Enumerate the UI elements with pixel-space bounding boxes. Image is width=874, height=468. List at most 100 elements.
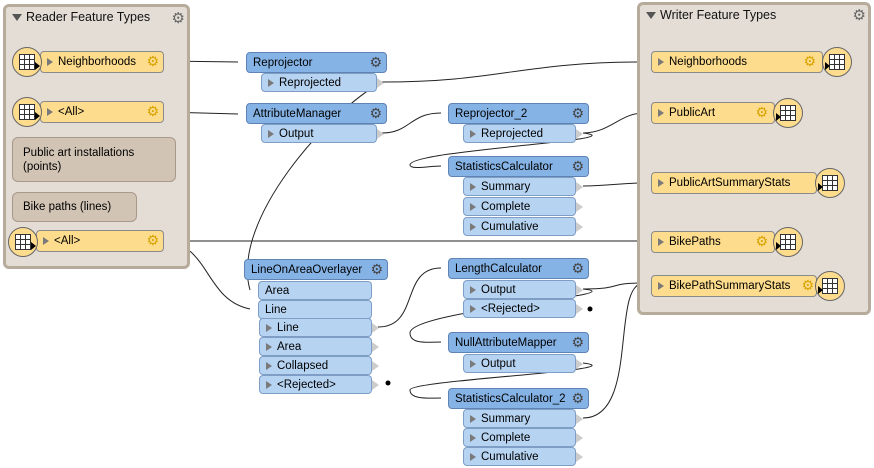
output-arrow-icon[interactable]	[576, 221, 583, 232]
arrow-icon	[818, 183, 823, 191]
port-triangle-icon	[470, 285, 476, 294]
gear-icon[interactable]: ⚙	[146, 233, 159, 249]
output-arrow-icon[interactable]	[372, 379, 379, 390]
port-triangle-icon	[658, 282, 664, 290]
writer-feature-bikepaths[interactable]: BikePaths ⚙	[651, 231, 775, 253]
output-arrow-icon[interactable]	[377, 77, 384, 88]
output-arrow-icon[interactable]	[576, 358, 583, 369]
output-arrow-icon[interactable]	[372, 322, 379, 333]
port-output[interactable]: Output	[261, 124, 384, 143]
port-rejected[interactable]: <Rejected>	[463, 299, 583, 318]
gear-icon[interactable]: ⚙	[146, 54, 159, 70]
input-port-area[interactable]: Area	[258, 281, 372, 300]
writer-database-icon[interactable]	[815, 168, 845, 198]
reader-feature-all-publicart[interactable]: <All> ⚙	[40, 101, 164, 123]
gear-icon[interactable]: ⚙	[801, 278, 814, 294]
output-arrow-icon[interactable]	[576, 201, 583, 212]
writer-database-icon[interactable]	[773, 98, 803, 128]
writer-database-icon[interactable]	[815, 271, 845, 301]
output-arrow-icon[interactable]	[576, 128, 583, 139]
link-reprojected2-publicart	[582, 112, 645, 134]
output-arrow-icon[interactable]	[372, 341, 379, 352]
transformer-nullattributemapper[interactable]: NullAttributeMapper ⚙	[448, 332, 589, 353]
gear-icon[interactable]: ⚙	[571, 390, 584, 407]
port-triangle-icon	[470, 433, 476, 442]
output-arrow-icon[interactable]	[576, 181, 583, 192]
link-summary2-bikepathstats	[582, 282, 645, 419]
transformer-attributemanager[interactable]: AttributeManager ⚙	[246, 103, 387, 124]
gear-icon[interactable]: ⚙	[571, 260, 584, 277]
reader-feature-all-bikepaths[interactable]: <All> ⚙	[36, 230, 164, 252]
gear-icon[interactable]: ⚙	[571, 105, 584, 122]
writer-feature-publicartsummarystats[interactable]: PublicArtSummaryStats	[651, 172, 817, 194]
annotation-bike-paths[interactable]: Bike paths (lines)	[12, 192, 137, 222]
port-complete[interactable]: Complete	[463, 428, 583, 447]
link-reprojected2-statscalc	[409, 132, 593, 169]
writer-feature-bikepathsummarystats[interactable]: BikePathSummaryStats ⚙	[651, 275, 817, 297]
triangle-down-icon[interactable]	[646, 11, 656, 19]
port-triangle-icon	[266, 380, 272, 389]
output-arrow-icon[interactable]	[372, 360, 379, 371]
port-triangle-icon	[470, 452, 476, 461]
port-output[interactable]: Output	[463, 354, 583, 373]
gear-icon[interactable]: ⚙	[369, 105, 382, 122]
triangle-down-icon[interactable]	[12, 13, 22, 21]
port-area[interactable]: Area	[259, 337, 379, 356]
transformer-lengthcalculator[interactable]: LengthCalculator ⚙	[448, 258, 589, 279]
gear-icon[interactable]: ⚙	[171, 9, 185, 27]
port-triangle-icon	[470, 129, 476, 138]
output-arrow-icon[interactable]	[576, 413, 583, 424]
reader-database-icon[interactable]	[12, 97, 42, 127]
reader-bookmark-title: Reader Feature Types	[12, 10, 150, 24]
port-collapsed[interactable]: Collapsed	[259, 356, 379, 375]
transformer-reprojector[interactable]: Reprojector ⚙	[246, 52, 387, 73]
gear-icon[interactable]: ⚙	[369, 54, 382, 71]
port-cumulative[interactable]: Cumulative	[463, 447, 583, 466]
reader-feature-neighborhoods[interactable]: Neighborhoods ⚙	[40, 51, 164, 73]
gear-icon[interactable]: ⚙	[370, 261, 383, 278]
gear-icon[interactable]: ⚙	[852, 6, 866, 24]
gear-icon[interactable]: ⚙	[571, 158, 584, 175]
port-output[interactable]: Output	[463, 280, 583, 299]
port-reprojected[interactable]: Reprojected	[463, 124, 583, 143]
port-complete[interactable]: Complete	[463, 197, 583, 216]
annotation-public-art[interactable]: Public art installations (points)	[12, 137, 176, 182]
port-cumulative[interactable]: Cumulative	[463, 217, 583, 236]
arrow-icon	[776, 242, 781, 250]
reader-bookmark[interactable]: Reader Feature Types ⚙	[3, 4, 190, 269]
rejected-end-dot	[385, 380, 391, 386]
transformer-statisticscalculator-2[interactable]: StatisticsCalculator_2 ⚙	[448, 388, 589, 409]
port-reprojected[interactable]: Reprojected	[261, 73, 384, 92]
port-rejected[interactable]: <Rejected>	[259, 375, 379, 394]
port-triangle-icon	[658, 109, 664, 117]
port-triangle-icon	[470, 222, 476, 231]
transformer-statisticscalculator[interactable]: StatisticsCalculator ⚙	[448, 156, 589, 177]
writer-database-icon[interactable]	[773, 227, 803, 257]
gear-icon[interactable]: ⚙	[146, 104, 159, 120]
output-arrow-icon[interactable]	[576, 284, 583, 295]
writer-feature-neighborhoods[interactable]: Neighborhoods ⚙	[651, 51, 823, 73]
output-arrow-icon[interactable]	[576, 432, 583, 443]
gear-icon[interactable]: ⚙	[755, 105, 768, 121]
reader-database-icon[interactable]	[8, 227, 38, 257]
output-arrow-icon[interactable]	[576, 451, 583, 462]
link-lengthoutput-nullmapper	[409, 288, 593, 343]
writer-database-icon[interactable]	[822, 47, 852, 77]
gear-icon[interactable]: ⚙	[571, 334, 584, 351]
input-port-line[interactable]: Line	[258, 300, 372, 319]
output-arrow-icon[interactable]	[377, 128, 384, 139]
port-triangle-icon	[470, 182, 476, 191]
port-summary[interactable]: Summary	[463, 409, 583, 428]
reader-database-icon[interactable]	[12, 47, 42, 77]
gear-icon[interactable]: ⚙	[803, 54, 816, 70]
output-arrow-icon[interactable]	[576, 303, 583, 314]
arrow-icon	[35, 112, 40, 120]
gear-icon[interactable]: ⚙	[755, 234, 768, 250]
port-triangle-icon	[470, 202, 476, 211]
port-summary[interactable]: Summary	[463, 177, 583, 196]
port-triangle-icon	[658, 238, 664, 246]
port-line[interactable]: Line	[259, 318, 379, 337]
transformer-lineonareaoverlayer[interactable]: LineOnAreaOverlayer ⚙	[244, 259, 388, 280]
writer-feature-publicart[interactable]: PublicArt ⚙	[651, 102, 775, 124]
transformer-reprojector-2[interactable]: Reprojector_2 ⚙	[448, 103, 589, 124]
